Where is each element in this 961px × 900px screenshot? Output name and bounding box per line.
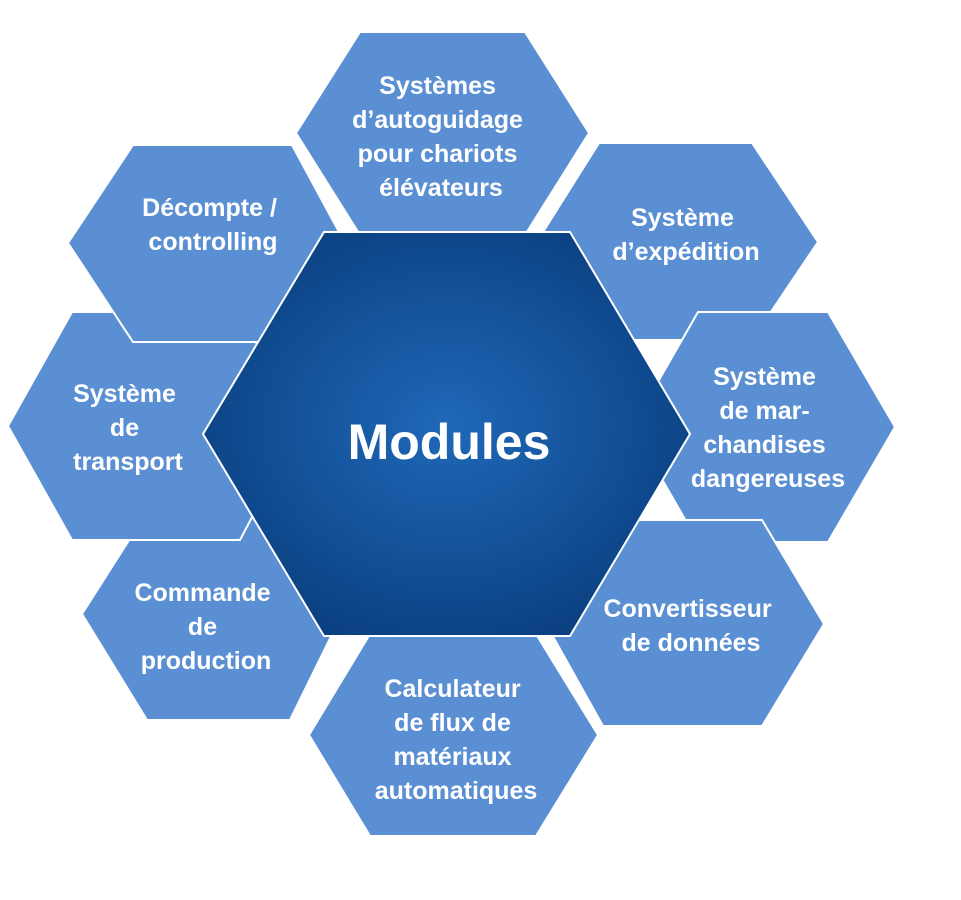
module-label: Système de mar- chandises dangereuses bbox=[691, 363, 845, 493]
module-dangerous-goods: Système de mar- chandises dangereuses bbox=[630, 311, 897, 543]
module-shipping: Système d’expédition bbox=[536, 142, 820, 341]
module-billing: Décompte / controlling bbox=[66, 144, 347, 343]
module-data-converter: Convertisseur de données bbox=[544, 519, 826, 727]
module-label: Convertisseur de données bbox=[603, 595, 778, 657]
module-production-control: Commande de production bbox=[80, 511, 344, 721]
module-transport: Système de transport bbox=[6, 311, 302, 541]
module-label: Calculateur de flux de matériaux automat… bbox=[375, 675, 538, 805]
module-label: Commande de production bbox=[134, 579, 277, 675]
center-module: Modules bbox=[201, 231, 692, 637]
module-label: Systèmes d’autoguidage pour chariots élé… bbox=[352, 72, 530, 202]
module-label: Système de transport bbox=[73, 380, 183, 476]
module-label: Système d’expédition bbox=[612, 204, 759, 266]
module-label: Décompte / controlling bbox=[142, 194, 284, 256]
module-material-flow: Calculateur de flux de matériaux automat… bbox=[307, 633, 600, 837]
module-forklift-guidance: Systèmes d’autoguidage pour chariots élé… bbox=[294, 31, 591, 236]
center-label: Modules bbox=[348, 414, 551, 470]
center-hexagon bbox=[201, 231, 692, 637]
